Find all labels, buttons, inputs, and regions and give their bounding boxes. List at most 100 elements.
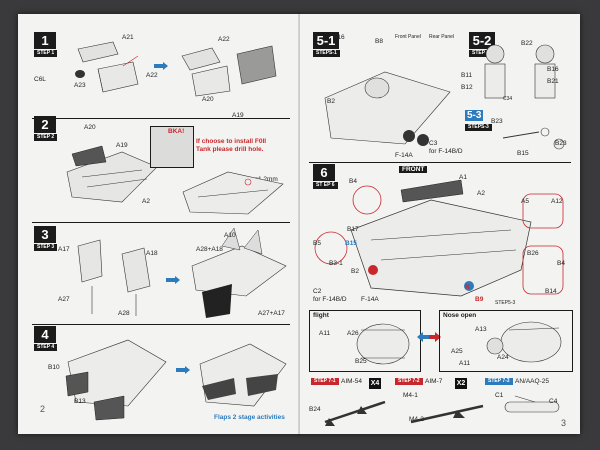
warning-label: BKA!	[168, 128, 185, 135]
step2-fuselage-drawing	[66, 145, 158, 203]
front-direction-label: FRONT	[399, 166, 428, 173]
step53-label: 5-3	[465, 110, 484, 121]
part-label: B16	[547, 66, 559, 73]
drill-hole-note: If choose to install F0II Tank please dr…	[196, 138, 267, 153]
step3-tag: STEP 3	[34, 244, 58, 251]
step-divider	[32, 324, 290, 325]
part-label: B15	[517, 150, 529, 157]
part-label: B13	[74, 398, 86, 405]
step3-assembly-drawing	[191, 227, 287, 318]
part-label: A10	[224, 232, 236, 239]
step1-number: 1	[34, 32, 56, 49]
part-label: R	[465, 284, 470, 291]
part-label: B25	[355, 358, 367, 365]
step3-number: 3	[34, 226, 56, 243]
step1-tag: STEP 1	[34, 50, 58, 57]
part-label: A13	[475, 326, 487, 333]
part-label: B15	[345, 240, 357, 247]
part-label: A11	[459, 360, 471, 367]
part-label: A2	[142, 198, 150, 205]
step4-result-drawing	[199, 343, 287, 407]
missile-name: AIM-54	[341, 378, 362, 385]
part-label: F-14A	[361, 296, 379, 303]
quantity-badge: X2	[455, 378, 467, 389]
flight-panel	[309, 310, 421, 372]
page-number: 3	[561, 418, 567, 428]
part-label: A22	[146, 72, 158, 79]
part-label: A22	[218, 36, 230, 43]
part-label: A25	[451, 348, 463, 355]
part-label: A27	[58, 296, 70, 303]
step1-assembled-drawing	[181, 45, 277, 97]
step2-number: 2	[34, 116, 56, 133]
right-page: 5-1 STEPS-1 A16 B8 B2 F-14A C3 for F-14B…	[299, 14, 580, 434]
flight-title: flight	[313, 312, 329, 319]
part-label: A5	[521, 198, 529, 205]
part-label: M4-2	[409, 416, 424, 423]
part-label: A28+A18	[196, 246, 223, 253]
step53-tag: STEPS-3	[465, 124, 492, 131]
step4-tag: STEP 4	[34, 344, 58, 351]
detail-photo-box	[150, 126, 194, 168]
part-label: B2	[351, 268, 359, 275]
part-label: B4	[349, 178, 357, 185]
aim54-missile-drawing	[324, 400, 386, 426]
part-label: A20	[202, 96, 214, 103]
step-divider	[32, 118, 290, 119]
part-label: B26	[527, 250, 539, 257]
nose-open-title: Nose open	[443, 312, 477, 319]
part-label: B14	[545, 288, 557, 295]
part-label: for F-14B/D	[429, 148, 463, 155]
part-label: C4	[549, 398, 558, 405]
part-label: B3-1	[329, 260, 343, 267]
part-label: A24	[497, 354, 509, 361]
step51-label: 5-1	[313, 32, 339, 49]
part-label: B5	[313, 240, 321, 247]
part-label: A16	[333, 34, 345, 41]
arrow-icon	[166, 276, 180, 284]
part-label: A23	[74, 82, 86, 89]
part-label: B23	[491, 118, 503, 125]
step-reference-label: STEP5-3	[495, 300, 516, 306]
step51-tag: STEPS-1	[313, 50, 340, 57]
part-label: B17	[347, 226, 359, 233]
part-label: C3	[429, 140, 438, 147]
part-label: B10	[48, 364, 60, 371]
quantity-badge: X4	[369, 378, 381, 389]
step52-label: 5-2	[469, 32, 495, 49]
part-label: B11	[461, 72, 473, 79]
targeting-pod-drawing	[504, 395, 560, 413]
page-number: 2	[40, 404, 46, 414]
part-label: C2	[313, 288, 322, 295]
step71-tag: STEP 7-1	[311, 378, 339, 385]
step2-detail-drawing	[182, 171, 284, 215]
part-label: M4-1	[403, 392, 418, 399]
step4-number: 4	[34, 326, 56, 343]
page-fold	[298, 14, 300, 434]
part-label: A18	[146, 250, 158, 257]
step52-tag: STEP 5-2	[469, 50, 497, 57]
step53-parts-drawing	[502, 127, 565, 150]
step2-tag: STEP 2	[34, 134, 58, 141]
arrow-icon	[176, 366, 190, 374]
step1-parts-drawing	[75, 41, 139, 93]
part-label: A1	[459, 174, 467, 181]
step6-tag: ST EP 6	[313, 182, 338, 189]
aim7-missile-drawing	[410, 404, 484, 424]
part-label: B4	[557, 260, 565, 267]
step52-seats-drawing	[484, 44, 556, 99]
part-label: B9	[475, 296, 484, 303]
part-label: A21	[122, 34, 134, 41]
left-page: 1 STEP 1 A21 C6L A23 A22 A22 A20 A19 2 S…	[18, 14, 299, 434]
part-label: B24	[309, 406, 321, 413]
step-divider	[32, 222, 290, 223]
pod-name: AN/AAQ-25	[515, 378, 549, 385]
step-divider	[309, 162, 571, 163]
step51-cockpit-drawing	[324, 71, 451, 146]
part-label: B2	[327, 98, 335, 105]
rear-panel-label: Rear Panel	[429, 34, 455, 40]
arrow-icon	[154, 62, 168, 70]
step72-tag: STEP 7-2	[395, 378, 423, 385]
part-label: B23	[555, 140, 567, 147]
step3-tail-drawing	[77, 239, 151, 316]
